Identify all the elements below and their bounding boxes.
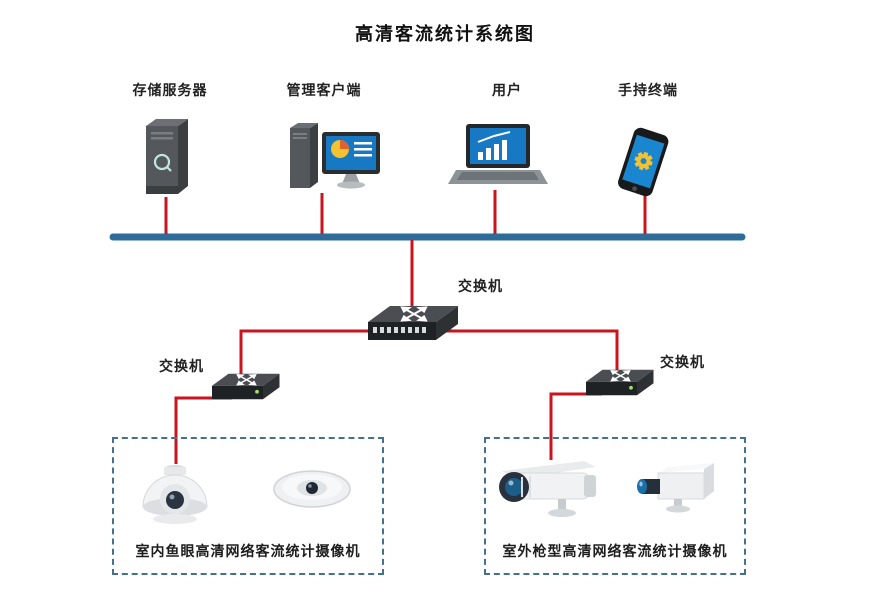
right-switch-icon <box>586 369 654 396</box>
box-camera-icon <box>637 463 714 513</box>
fisheye-camera-icon <box>273 470 351 508</box>
diagram-title: 高清客流统计系统图 <box>355 24 535 44</box>
left-switch-icon <box>212 373 280 400</box>
caption-indoor-cameras: 室内鱼眼高清网络客流统计摄像机 <box>135 545 361 560</box>
label-core-switch: 交换机 <box>458 280 503 295</box>
smartphone-icon <box>618 127 669 197</box>
server-tower-icon <box>146 119 188 194</box>
bullet-camera-icon <box>499 461 596 517</box>
label-user: 用户 <box>492 84 522 99</box>
core-switch-icon <box>368 306 458 340</box>
label-handheld-terminal: 手持终端 <box>618 84 678 99</box>
link-core-right-switch <box>412 329 619 372</box>
outdoor-camera-group: 室外枪型高清网络客流统计摄像机 <box>484 437 746 575</box>
indoor-camera-group: 室内鱼眼高清网络客流统计摄像机 <box>112 437 384 575</box>
laptop-icon <box>448 124 548 184</box>
caption-outdoor-cameras: 室外枪型高清网络客流统计摄像机 <box>502 545 728 560</box>
label-storage-server: 存储服务器 <box>132 84 208 99</box>
dome-camera-icon <box>142 465 208 524</box>
desktop-pc-icon <box>290 123 380 189</box>
label-right-switch: 交换机 <box>660 356 705 371</box>
label-left-switch: 交换机 <box>159 360 204 375</box>
label-management-client: 管理客户端 <box>286 84 362 99</box>
link-core-left-switch <box>239 329 412 378</box>
